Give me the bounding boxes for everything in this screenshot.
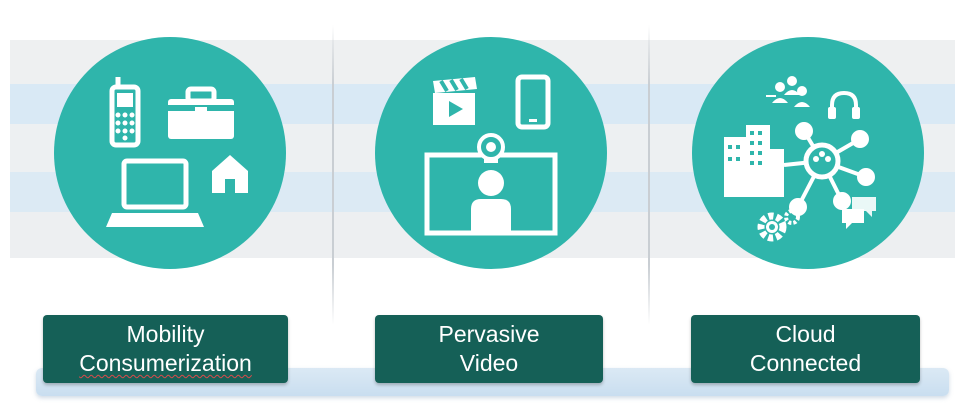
video-conference-icon <box>424 152 558 236</box>
mobility-circle <box>54 37 286 269</box>
webcam-icon <box>477 133 505 163</box>
laptop-icon <box>106 158 204 227</box>
label-line-1: Cloud <box>775 321 836 347</box>
network-hub-icon <box>783 122 875 216</box>
headset-icon <box>828 90 860 119</box>
column-divider <box>332 25 334 325</box>
gears-icon <box>757 209 800 242</box>
building-icon <box>724 125 784 197</box>
video-circle <box>375 37 607 269</box>
clapperboard-icon <box>433 77 477 125</box>
video-label: Pervasive Video <box>375 315 603 383</box>
column-divider <box>648 25 650 325</box>
cloud-circle <box>692 37 924 269</box>
home-icon <box>212 155 248 193</box>
briefcase-icon <box>164 86 238 139</box>
label-line-1: Pervasive <box>438 321 540 347</box>
label-line-2: Video <box>459 350 519 376</box>
smartphone-icon <box>515 74 551 130</box>
chat-icon <box>842 197 876 229</box>
users-icon <box>766 76 810 107</box>
label-line-2: Connected <box>749 350 862 376</box>
label-line-2: Consumerization <box>79 350 252 376</box>
mobile-phone-icon <box>109 77 141 148</box>
mobility-label: Mobility Consumerization <box>43 315 288 383</box>
cloud-label: Cloud Connected <box>691 315 920 383</box>
label-line-1: Mobility <box>126 321 205 347</box>
